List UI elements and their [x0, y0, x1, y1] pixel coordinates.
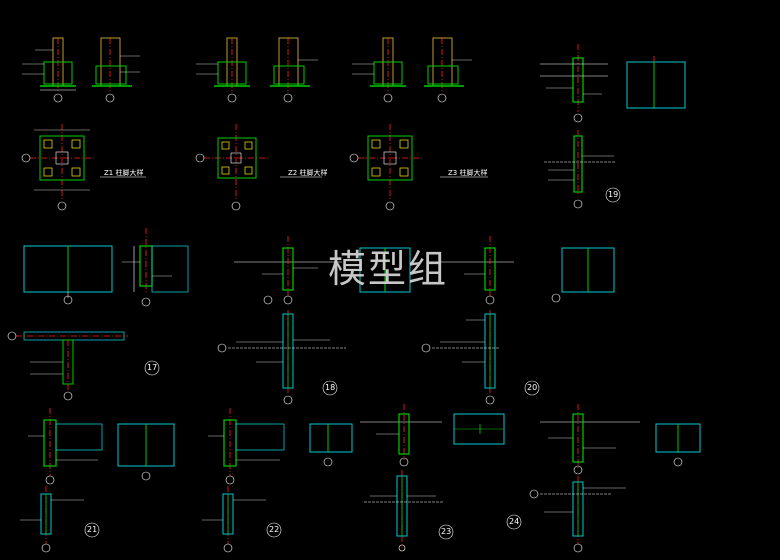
connection-detail-21-elevation — [28, 408, 103, 485]
column-base-z3-elevation-left — [352, 37, 406, 103]
connection-detail-22-elevation — [208, 408, 285, 485]
connection-detail-19-elevation — [540, 44, 608, 123]
connection-detail-17-elevation — [122, 228, 189, 307]
column-base-z3-plan — [349, 124, 488, 211]
column-base-z1-elevation-right — [92, 37, 140, 103]
connection-detail-20-section — [421, 310, 540, 405]
plate-elevation-center — [359, 247, 411, 293]
column-base-z2-elevation-right — [270, 37, 318, 103]
connection-detail-19-section — [544, 130, 621, 209]
title-z3-column-base: Z3 柱脚大样 — [448, 169, 488, 177]
column-base-z3-elevation-right — [424, 37, 472, 103]
connection-detail-17-section — [7, 331, 160, 401]
connection-detail-20-elevation — [436, 236, 514, 305]
detail-number-17: 17 — [147, 363, 158, 372]
watermark: 模型组 — [328, 247, 449, 291]
connection-detail-24-section — [506, 476, 626, 553]
connection-detail-21-section — [20, 486, 100, 553]
plate-elevation-right — [551, 247, 615, 303]
detail-number-19: 19 — [608, 190, 619, 199]
detail-number-23: 23 — [441, 527, 452, 536]
connection-detail-24-elevation — [540, 404, 640, 475]
connection-detail-23-section — [364, 470, 454, 552]
detail-number-24: 24 — [509, 517, 520, 526]
plate-elevation-23-right — [453, 413, 505, 445]
plate-elevation-24 — [655, 423, 701, 467]
connection-detail-19-plate — [626, 56, 686, 109]
title-z2-column-base: Z2 柱脚大样 — [288, 169, 328, 177]
column-base-z1-plan — [21, 124, 146, 211]
connection-detail-18-elevation — [234, 236, 342, 305]
connection-detail-23-elevation — [360, 404, 442, 467]
detail-number-20: 20 — [527, 383, 538, 392]
title-z1-column-base: Z1 柱脚大样 — [104, 169, 144, 177]
detail-number-21: 21 — [87, 525, 98, 534]
column-base-z2-plan — [195, 124, 322, 211]
detail-number-22: 22 — [269, 525, 280, 534]
plate-elevation-21 — [117, 423, 175, 481]
detail-number-18: 18 — [325, 383, 336, 392]
connection-detail-18-section — [217, 310, 346, 405]
column-base-z2-elevation-left — [196, 37, 250, 103]
plate-elevation-left — [23, 245, 113, 305]
plate-elevation-23-left — [309, 423, 353, 467]
column-base-z1-elevation-left — [22, 37, 76, 103]
connection-detail-22-section — [202, 486, 282, 553]
